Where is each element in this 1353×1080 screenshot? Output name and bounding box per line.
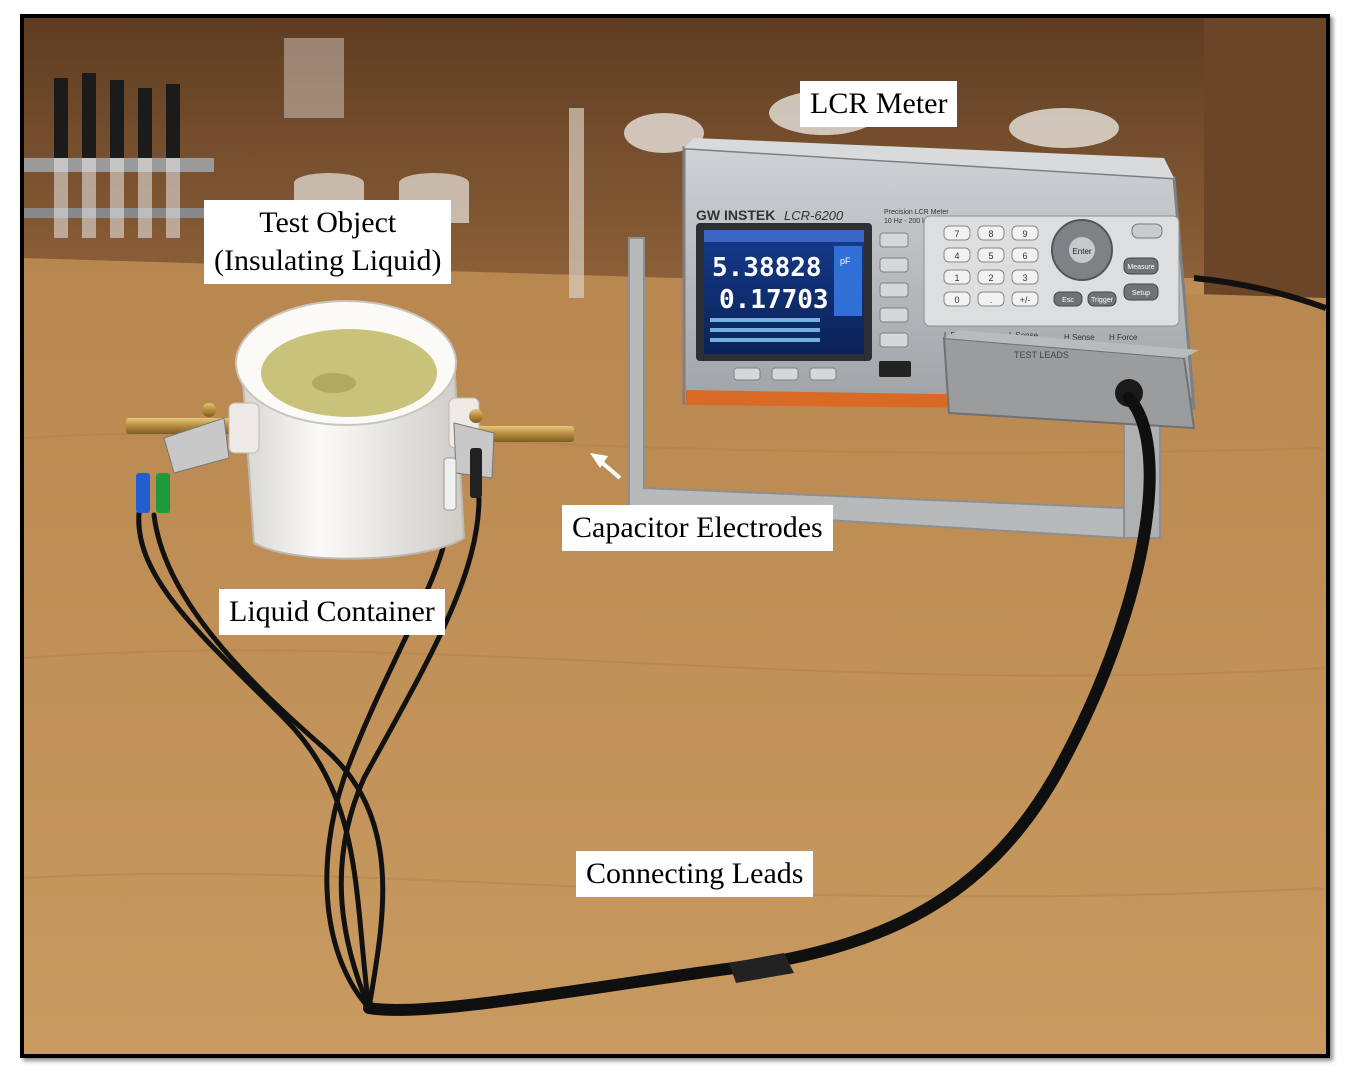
- svg-text:H Force: H Force: [1109, 333, 1138, 342]
- test-tube-rack: [24, 73, 214, 238]
- svg-text:4: 4: [954, 251, 959, 261]
- label-liquid-container: Liquid Container: [219, 589, 445, 635]
- lab-setup-photo: GW INSTEK LCR-6200 Precision LCR Meter 1…: [24, 18, 1326, 1054]
- svg-text:8: 8: [988, 229, 993, 239]
- blue-lead-boot: [136, 473, 150, 513]
- svg-text:1: 1: [954, 273, 959, 283]
- svg-text:9: 9: [1022, 229, 1027, 239]
- photo-frame: GW INSTEK LCR-6200 Precision LCR Meter 1…: [20, 14, 1330, 1058]
- svg-text:H Sense: H Sense: [1064, 333, 1095, 342]
- connecting-leads: [136, 495, 482, 1011]
- lcr-meter: GW INSTEK LCR-6200 Precision LCR Meter 1…: [682, 138, 1196, 410]
- esc-label: Esc: [1062, 297, 1074, 304]
- meter-range: 10 Hz - 200 kHz: [884, 218, 935, 225]
- power-key: [1131, 223, 1163, 239]
- function-keys: [1053, 257, 1159, 307]
- cable-sleeve: [729, 953, 794, 983]
- cabinet-side: [1204, 18, 1326, 318]
- keypad: 7 8 9 4 5 6 1 2 3 0 . +/-: [943, 225, 1039, 307]
- meter-brand: GW INSTEK: [696, 207, 775, 223]
- label-test-object: Test Object (Insulating Liquid): [204, 200, 452, 284]
- svg-text:7: 7: [954, 229, 959, 239]
- trigger-label: Trigger: [1091, 297, 1114, 304]
- enter-label: Enter: [1072, 247, 1091, 256]
- label-test-object-line2: (Insulating Liquid): [214, 244, 442, 277]
- power-cord: [1193, 275, 1326, 311]
- svg-text:.: .: [990, 295, 993, 305]
- insulating-liquid: [261, 329, 437, 417]
- lead-box-label: TEST LEADS: [1014, 350, 1069, 360]
- reading-primary: 5.38828: [712, 253, 822, 283]
- meter-subtitle: Precision LCR Meter: [884, 209, 949, 216]
- reading-unit: pF: [840, 256, 851, 266]
- label-lcr-meter: LCR Meter: [800, 81, 958, 127]
- usb-port: [879, 361, 911, 377]
- svg-text:2: 2: [988, 273, 993, 283]
- enter-key: [1069, 237, 1095, 263]
- measure-label: Measure: [1127, 264, 1154, 271]
- main-lead-cable: [363, 392, 1156, 1016]
- svg-text:0: 0: [954, 295, 959, 305]
- meter-model: LCR-6200: [784, 208, 844, 223]
- green-lead-boot: [156, 473, 170, 513]
- pointer-arrow: [590, 453, 622, 480]
- soft-keys: [733, 232, 909, 381]
- svg-text:+/-: +/-: [1020, 295, 1031, 305]
- setup-label: Setup: [1132, 290, 1150, 297]
- tape-strip: [569, 108, 584, 298]
- liquid-container: [228, 300, 480, 560]
- svg-text:5: 5: [988, 251, 993, 261]
- alligator-clips: [136, 403, 495, 513]
- reading-secondary: 0.17703: [719, 285, 829, 315]
- label-connecting-leads: Connecting Leads: [576, 851, 814, 897]
- svg-text:3: 3: [1022, 273, 1027, 283]
- label-capacitor-electrodes: Capacitor Electrodes: [562, 505, 833, 551]
- svg-text:6: 6: [1022, 251, 1027, 261]
- label-test-object-line1: Test Object: [259, 206, 397, 239]
